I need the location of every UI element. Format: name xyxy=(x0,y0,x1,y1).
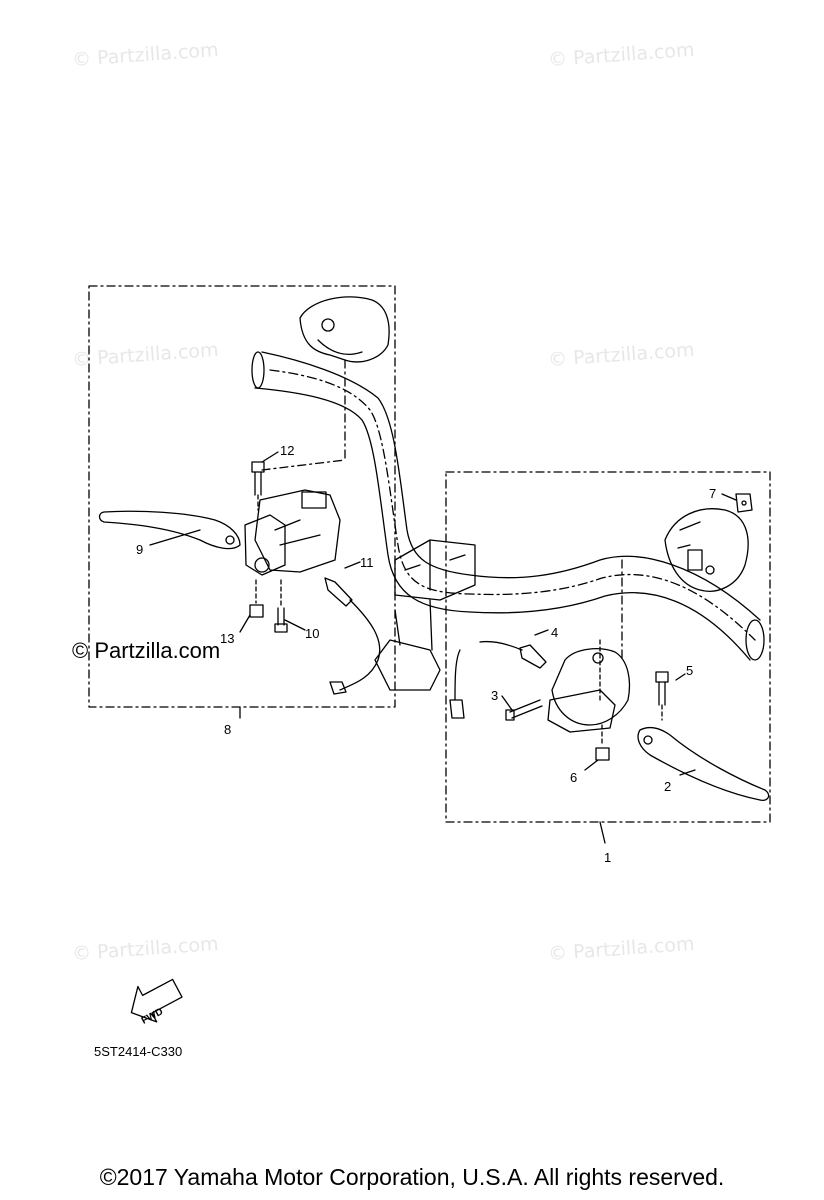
leader-1 xyxy=(599,821,606,844)
callout-9: 9 xyxy=(136,542,143,557)
clutch-switch-11 xyxy=(324,577,381,695)
leader-5 xyxy=(675,673,686,681)
callout-12: 12 xyxy=(280,443,294,458)
assembly-box-left xyxy=(88,285,396,708)
leader-4 xyxy=(534,629,549,636)
bolt-3 xyxy=(505,699,543,721)
right-switch-housing xyxy=(664,508,749,592)
switch-cap-cover xyxy=(299,296,390,463)
callout-3: 3 xyxy=(491,688,498,703)
copyright-notice: ©2017 Yamaha Motor Corporation, U.S.A. A… xyxy=(99,1164,725,1190)
screw-5 xyxy=(655,671,669,721)
nut-13 xyxy=(249,579,264,618)
fwd-arrow xyxy=(130,978,183,1023)
switch-knob-7 xyxy=(735,493,753,513)
handlebar-clamp xyxy=(374,539,476,691)
watermark-large: © Partzilla.com xyxy=(72,638,221,663)
nut-6 xyxy=(595,724,610,761)
leader-2 xyxy=(679,769,696,776)
assembly-box-right xyxy=(445,471,771,823)
fwd-label: FWD xyxy=(140,1006,165,1026)
left-switch-housing xyxy=(244,459,346,576)
leader-12 xyxy=(261,451,279,463)
callout-1: 1 xyxy=(604,850,611,865)
callout-4: 4 xyxy=(551,625,558,640)
leader-11 xyxy=(344,561,361,569)
left-lever xyxy=(98,510,241,550)
leader-7 xyxy=(721,493,737,501)
callout-11: 11 xyxy=(360,555,374,570)
screw-10 xyxy=(274,579,288,633)
brake-switch-4 xyxy=(449,640,547,719)
callout-10: 10 xyxy=(305,626,319,641)
leader-3 xyxy=(501,695,513,711)
right-lever xyxy=(637,726,770,801)
handlebar xyxy=(251,351,765,661)
callout-6: 6 xyxy=(570,770,577,785)
callout-5: 5 xyxy=(686,663,693,678)
callout-13: 13 xyxy=(220,631,234,646)
leader-6 xyxy=(584,759,599,771)
callout-8: 8 xyxy=(224,722,231,737)
leader-9 xyxy=(149,529,201,546)
diagram-code: 5ST2414-C330 xyxy=(94,1044,183,1059)
leader-10 xyxy=(284,619,306,631)
callout-2: 2 xyxy=(664,779,671,794)
bolt-12 xyxy=(251,461,265,511)
brake-bracket xyxy=(547,639,631,733)
leader-13 xyxy=(239,614,251,633)
callout-7: 7 xyxy=(709,486,716,501)
